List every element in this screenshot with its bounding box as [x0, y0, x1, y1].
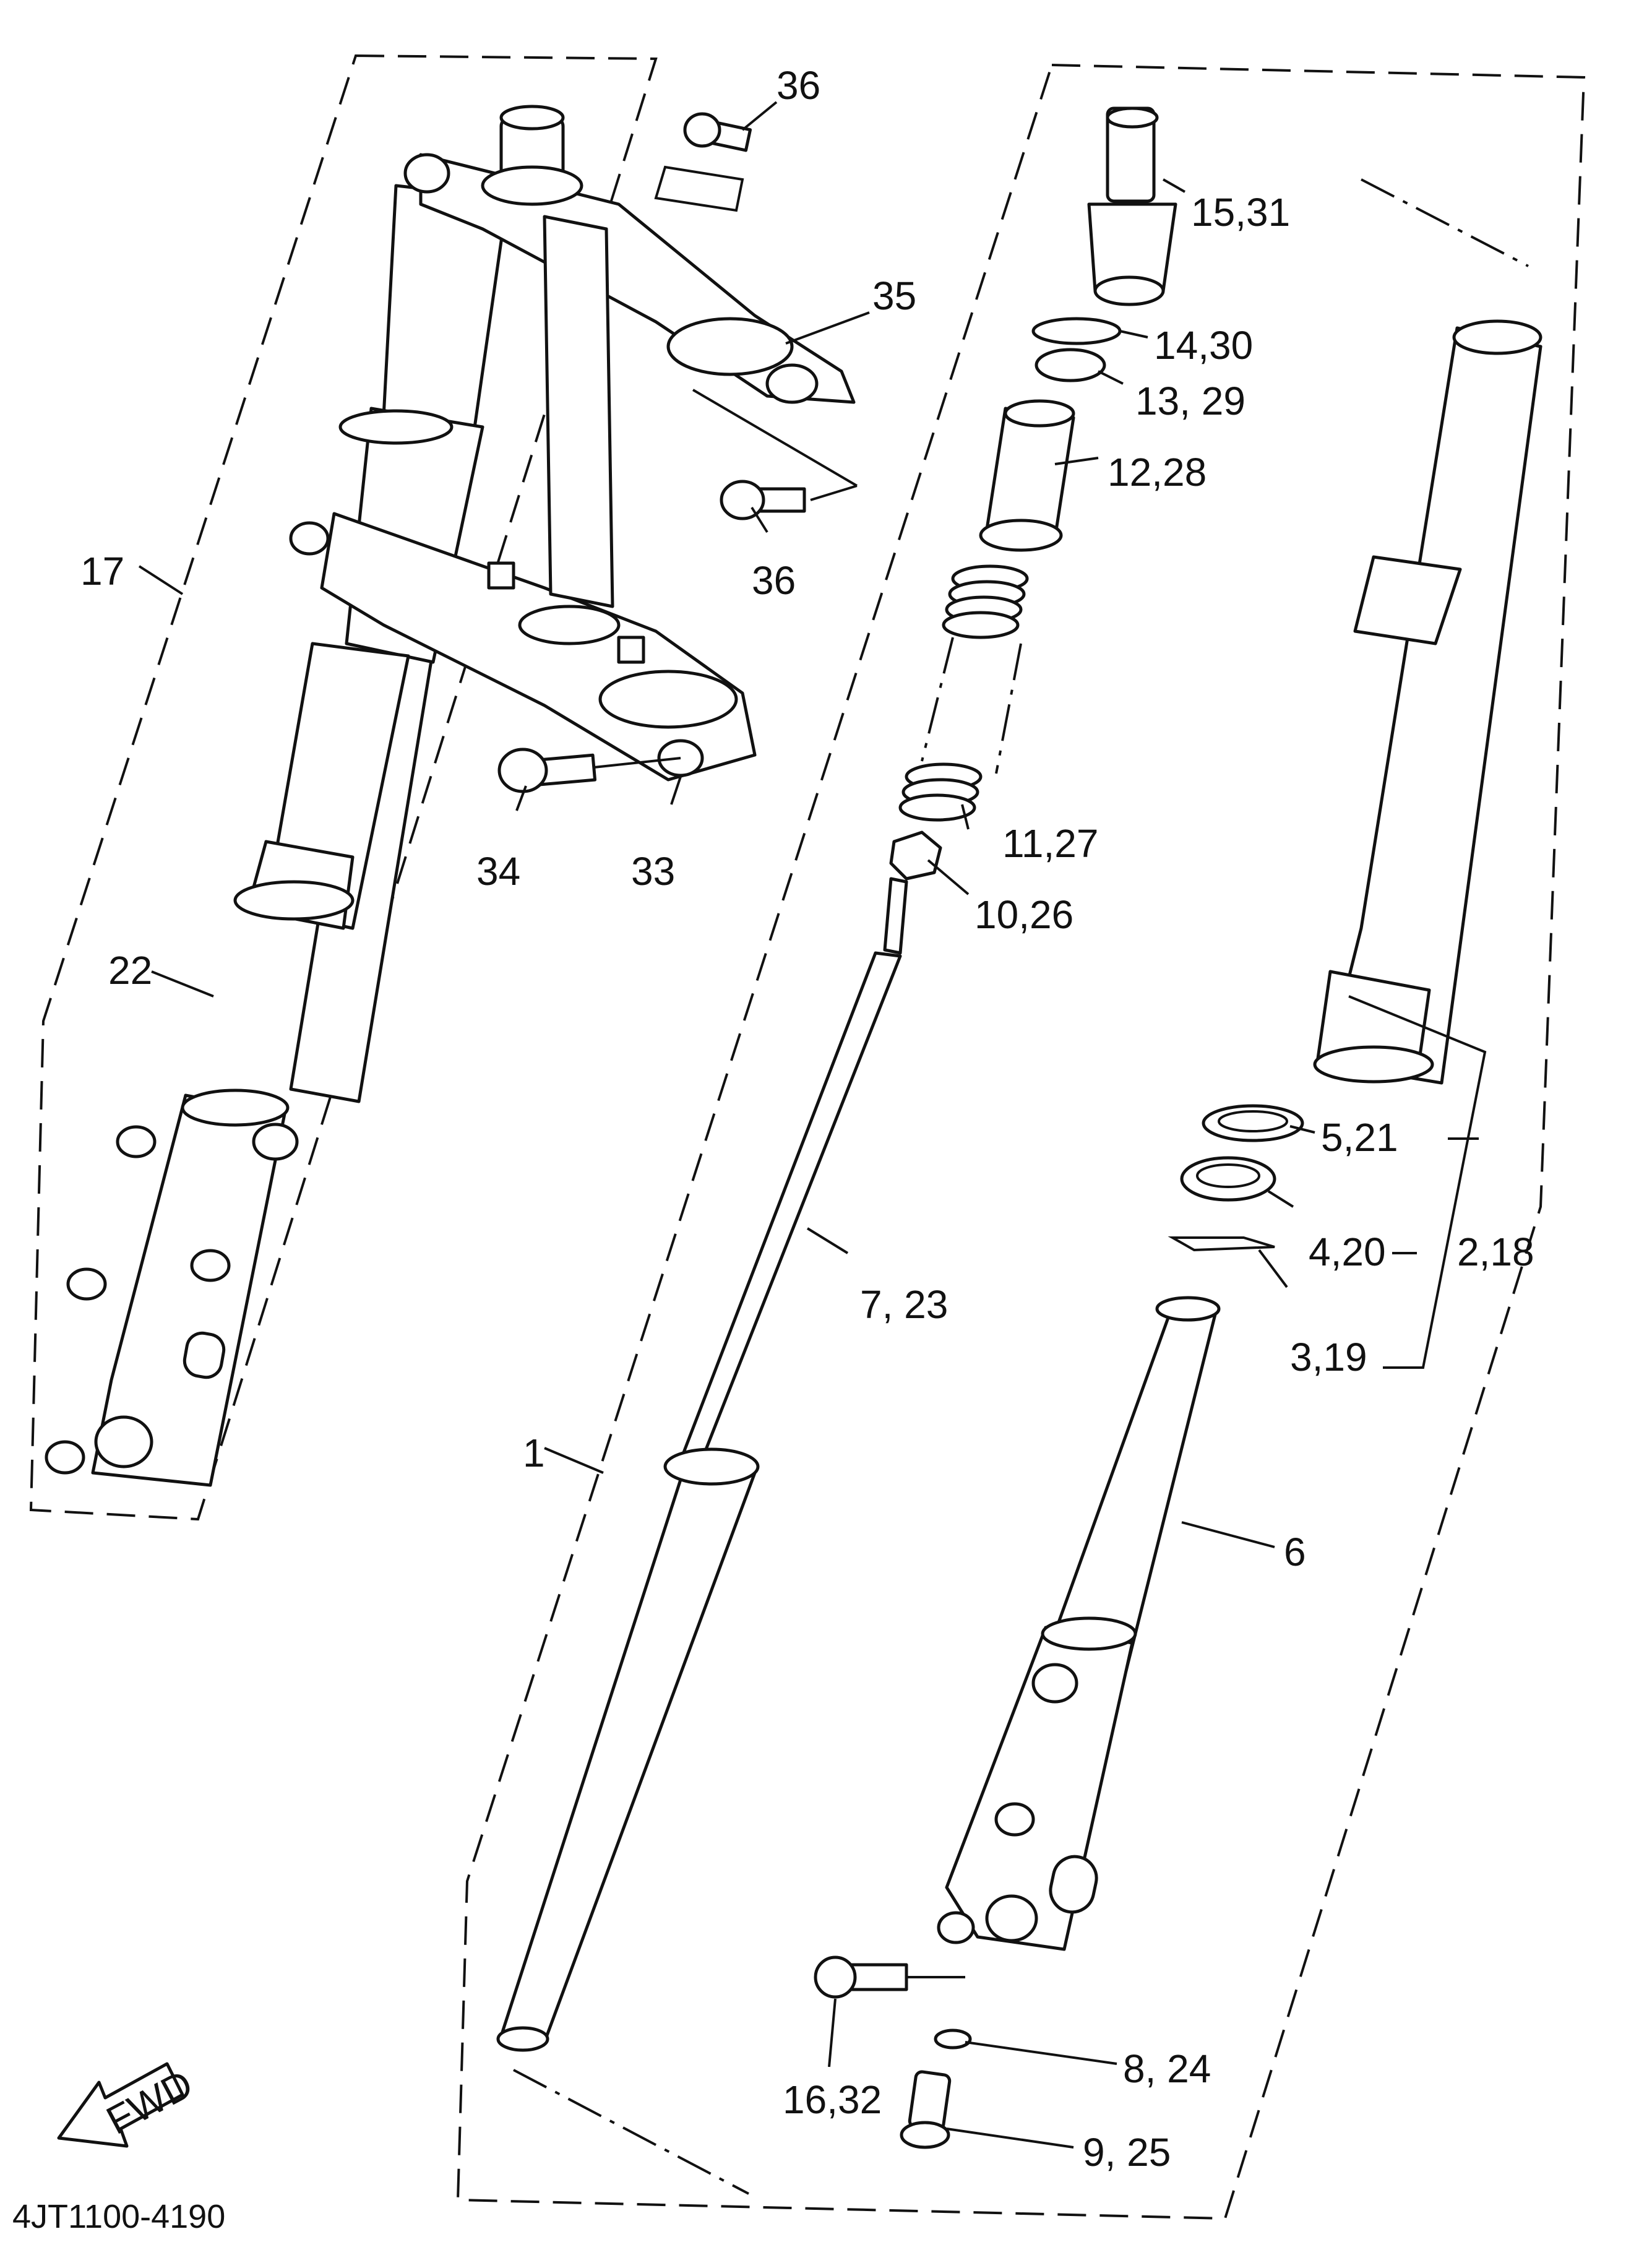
- left-fork-leg-assembly: [45, 105, 856, 1487]
- callout-10-26: 10,26: [974, 892, 1073, 937]
- callout-9-25: 9, 25: [1083, 2130, 1171, 2175]
- callout-34: 34: [476, 849, 520, 894]
- callout-6: 6: [1284, 1530, 1306, 1574]
- callout-1: 1: [523, 1431, 545, 1475]
- callout-11-27: 11,27: [1002, 821, 1098, 866]
- fork-spring: [898, 564, 1029, 822]
- outer-tube-1: [499, 1459, 757, 2044]
- o-ring: [1031, 317, 1122, 345]
- left-fork-assembly-boundary: [29, 54, 658, 1521]
- callout-14-30: 14,30: [1154, 323, 1253, 368]
- callout-17: 17: [80, 549, 124, 593]
- spacer: [985, 407, 1075, 540]
- callout-33: 33: [631, 849, 675, 894]
- bolt-34: [497, 748, 681, 793]
- fwd-arrow-icon: FWD: [57, 2061, 200, 2148]
- callout-36-top: 36: [777, 63, 820, 108]
- leader-lines: [138, 101, 1487, 2149]
- inner-tube-6: [1044, 1304, 1218, 1673]
- collar: [1035, 348, 1106, 382]
- callout-3-19: 3,19: [1290, 1335, 1367, 1379]
- right-fork-assembly-boundary: [456, 63, 1586, 2220]
- retaining-clip: [1168, 1236, 1275, 1252]
- bolt-36-lower: [692, 389, 858, 520]
- callout-35: 35: [872, 274, 916, 318]
- callout-13-29: 13, 29: [1135, 379, 1245, 423]
- callout-4-20: 4,20: [1309, 1230, 1386, 1274]
- drawing-code: 4JT1100-4190: [12, 2198, 225, 2235]
- fork-outer-tube-upper: [1328, 326, 1542, 1085]
- callout-8-24: 8, 24: [1123, 2046, 1211, 2091]
- callout-15-31: 15,31: [1191, 190, 1290, 235]
- callout-2-18: 2,18: [1457, 1230, 1534, 1274]
- callout-16-32: 16,32: [783, 2077, 882, 2122]
- bolt-36-upper: [654, 112, 752, 212]
- callout-22: 22: [108, 948, 152, 993]
- steering-stem: [543, 215, 614, 608]
- callout-12-28: 12,28: [1108, 450, 1207, 494]
- callout-36-mid: 36: [752, 558, 796, 603]
- damper-rod: [883, 877, 908, 955]
- callout-5-21: 5,21: [1321, 1115, 1398, 1160]
- callout-labels: 36 35 36 17 34 33 22 15,31 14,30 13, 29 …: [80, 63, 1534, 2175]
- callout-7-23: 7, 23: [860, 1282, 948, 1327]
- right-fork-parts: [814, 178, 1542, 2149]
- damper-internals: [496, 106, 1177, 2195]
- locknut: [889, 830, 942, 881]
